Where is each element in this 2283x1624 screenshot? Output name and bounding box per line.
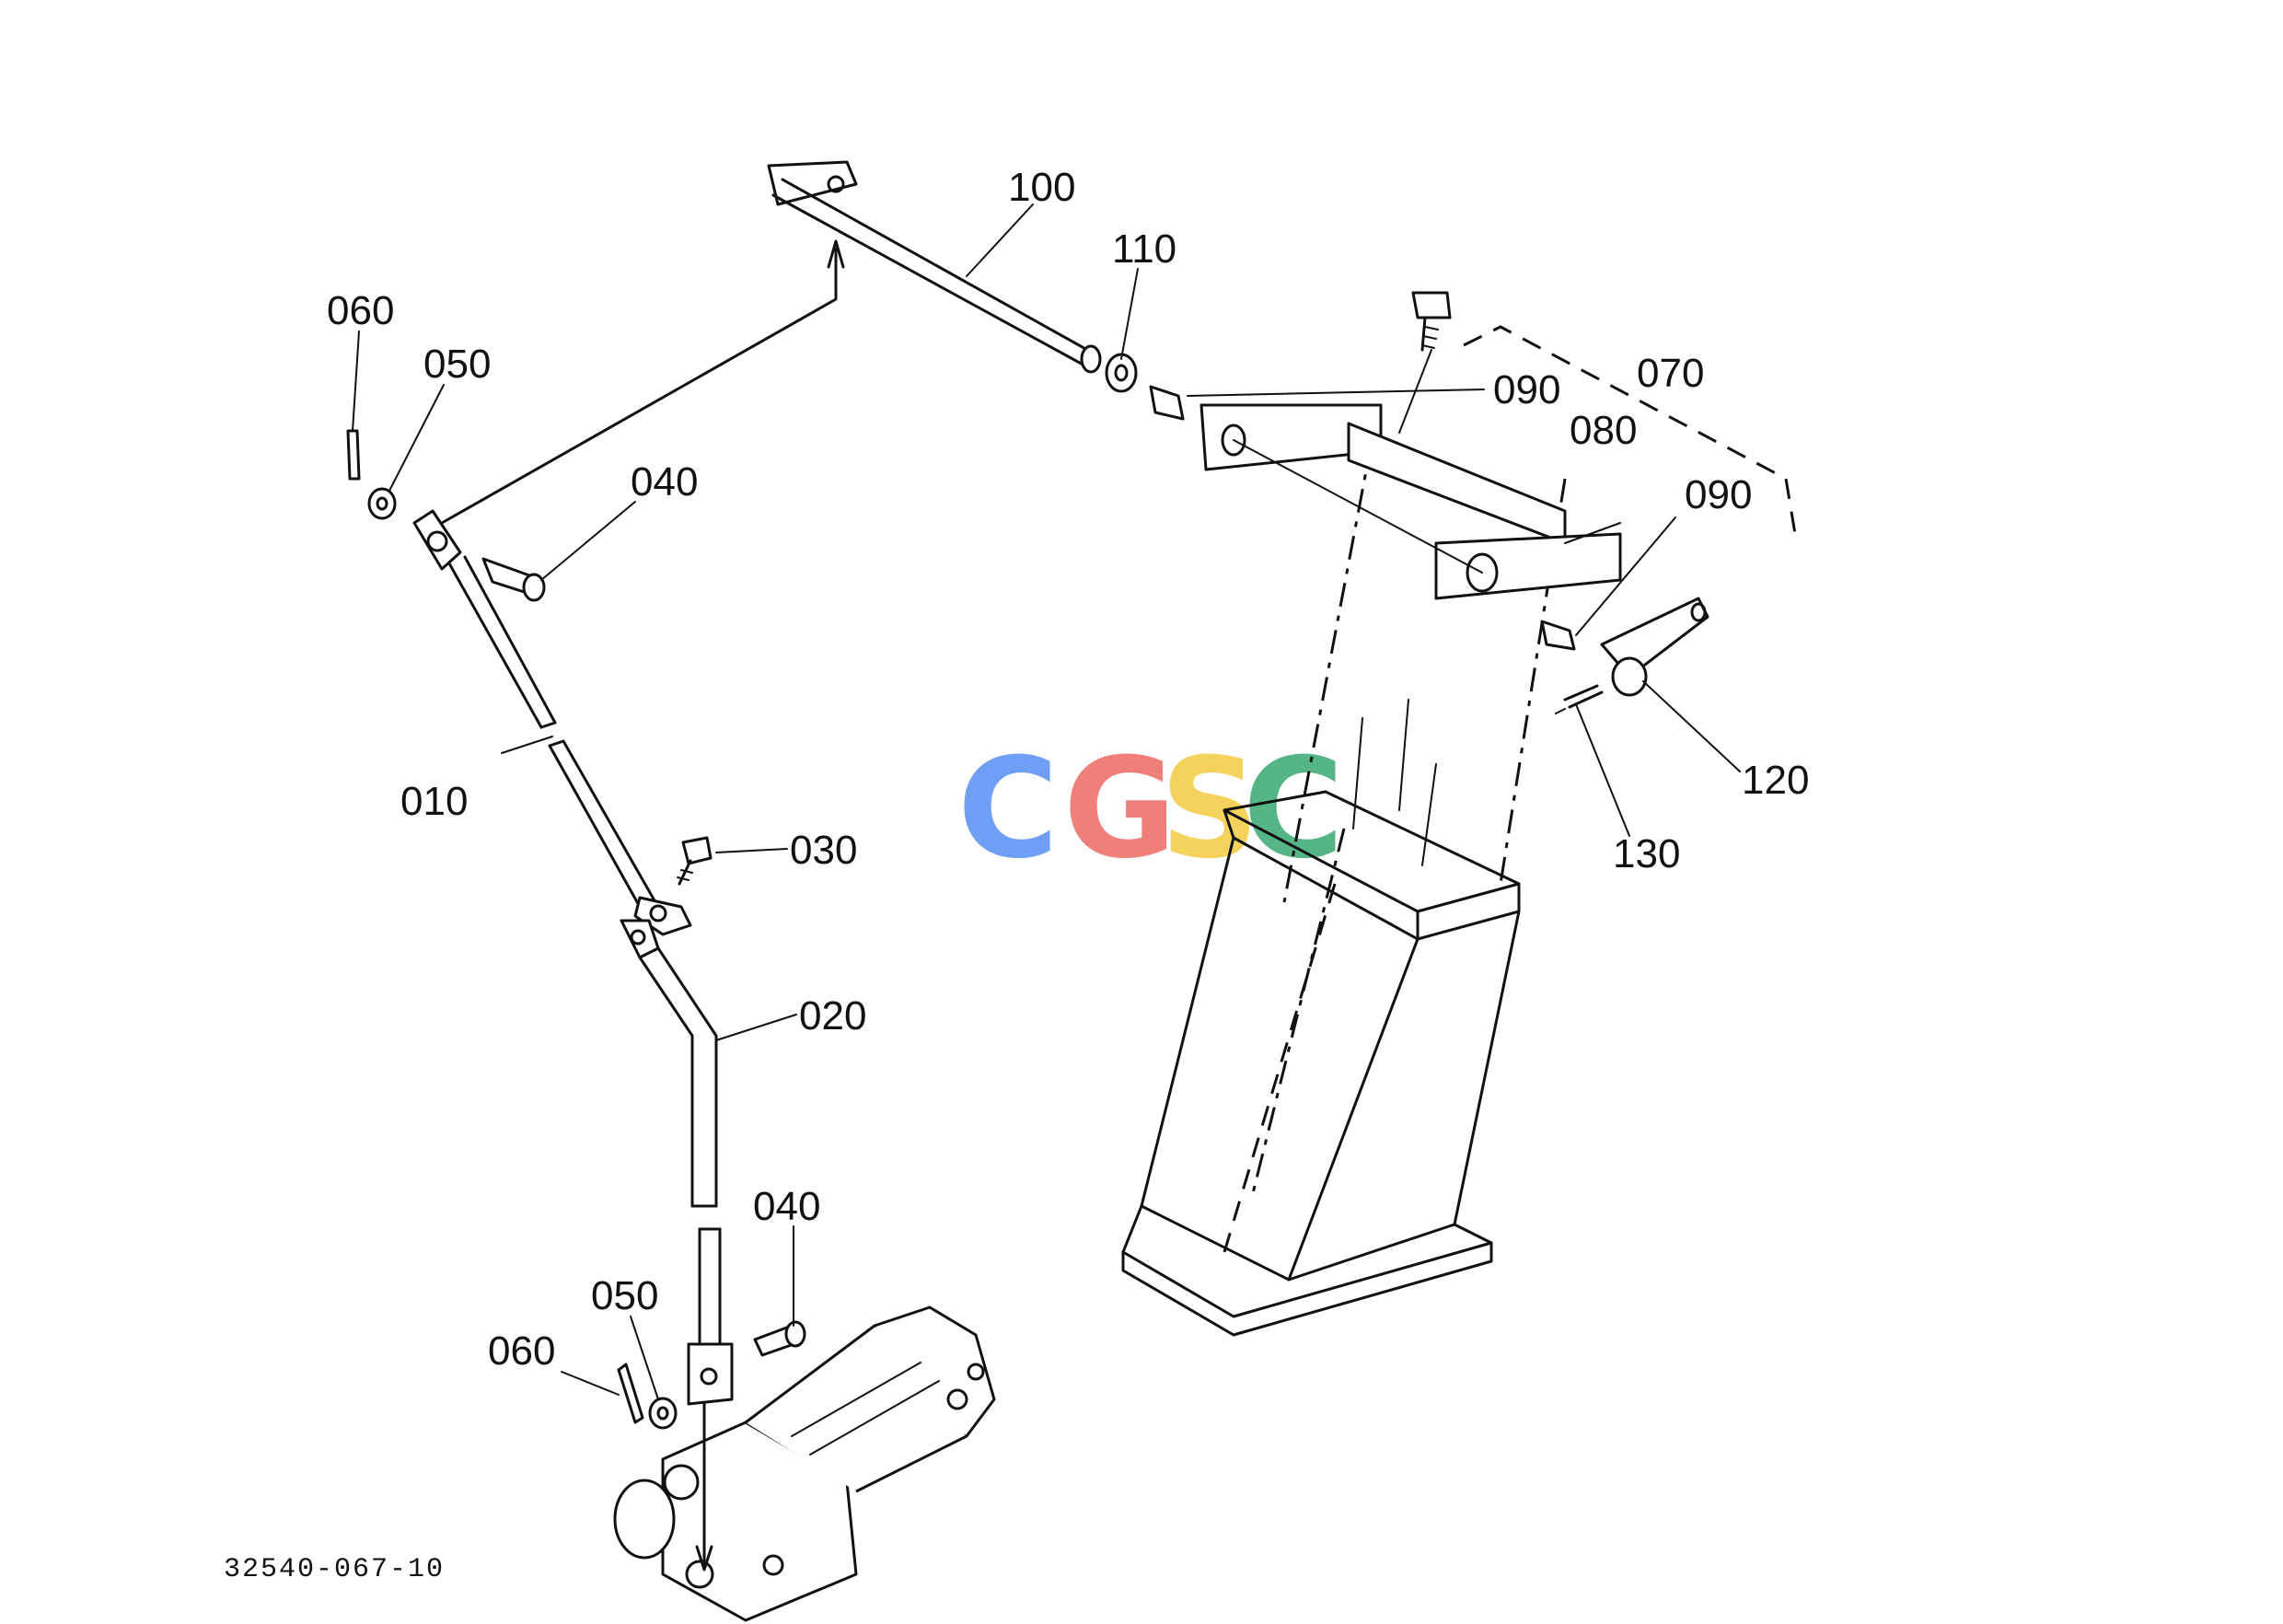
callout-090-lower: 090 bbox=[1685, 472, 1752, 517]
watermark-letter-1: C bbox=[957, 729, 1059, 889]
callout-120: 120 bbox=[1742, 758, 1809, 803]
callout-080: 080 bbox=[1570, 408, 1637, 453]
callout-050-upper: 050 bbox=[423, 342, 491, 387]
callout-030: 030 bbox=[790, 828, 857, 873]
pump-unit bbox=[613, 1305, 996, 1622]
callout-060-lower: 060 bbox=[488, 1328, 555, 1374]
callout-040-lower: 040 bbox=[753, 1184, 820, 1229]
callout-100: 100 bbox=[1008, 165, 1075, 210]
callout-labels: 100 110 060 050 040 090 070 080 090 010 … bbox=[327, 165, 1809, 1374]
callout-070: 070 bbox=[1637, 351, 1704, 396]
callout-020: 020 bbox=[799, 993, 866, 1038]
watermark-letter-2: G bbox=[1063, 729, 1176, 889]
callout-050-lower: 050 bbox=[591, 1273, 658, 1318]
callout-060-upper: 060 bbox=[327, 288, 394, 333]
callout-130: 130 bbox=[1613, 831, 1680, 876]
callout-110: 110 bbox=[1112, 226, 1176, 272]
leader-lines bbox=[352, 203, 1741, 1400]
watermark: C G S C bbox=[957, 729, 1344, 889]
callout-040-upper: 040 bbox=[631, 459, 698, 505]
pedal-shaft-assembly bbox=[767, 160, 1797, 714]
callout-010: 010 bbox=[400, 779, 468, 824]
linkage-rods bbox=[346, 239, 845, 1572]
watermark-letter-3: S bbox=[1160, 729, 1259, 889]
drawing-number: 32540-067-10 bbox=[224, 1554, 445, 1585]
callout-090-upper: 090 bbox=[1493, 367, 1560, 412]
